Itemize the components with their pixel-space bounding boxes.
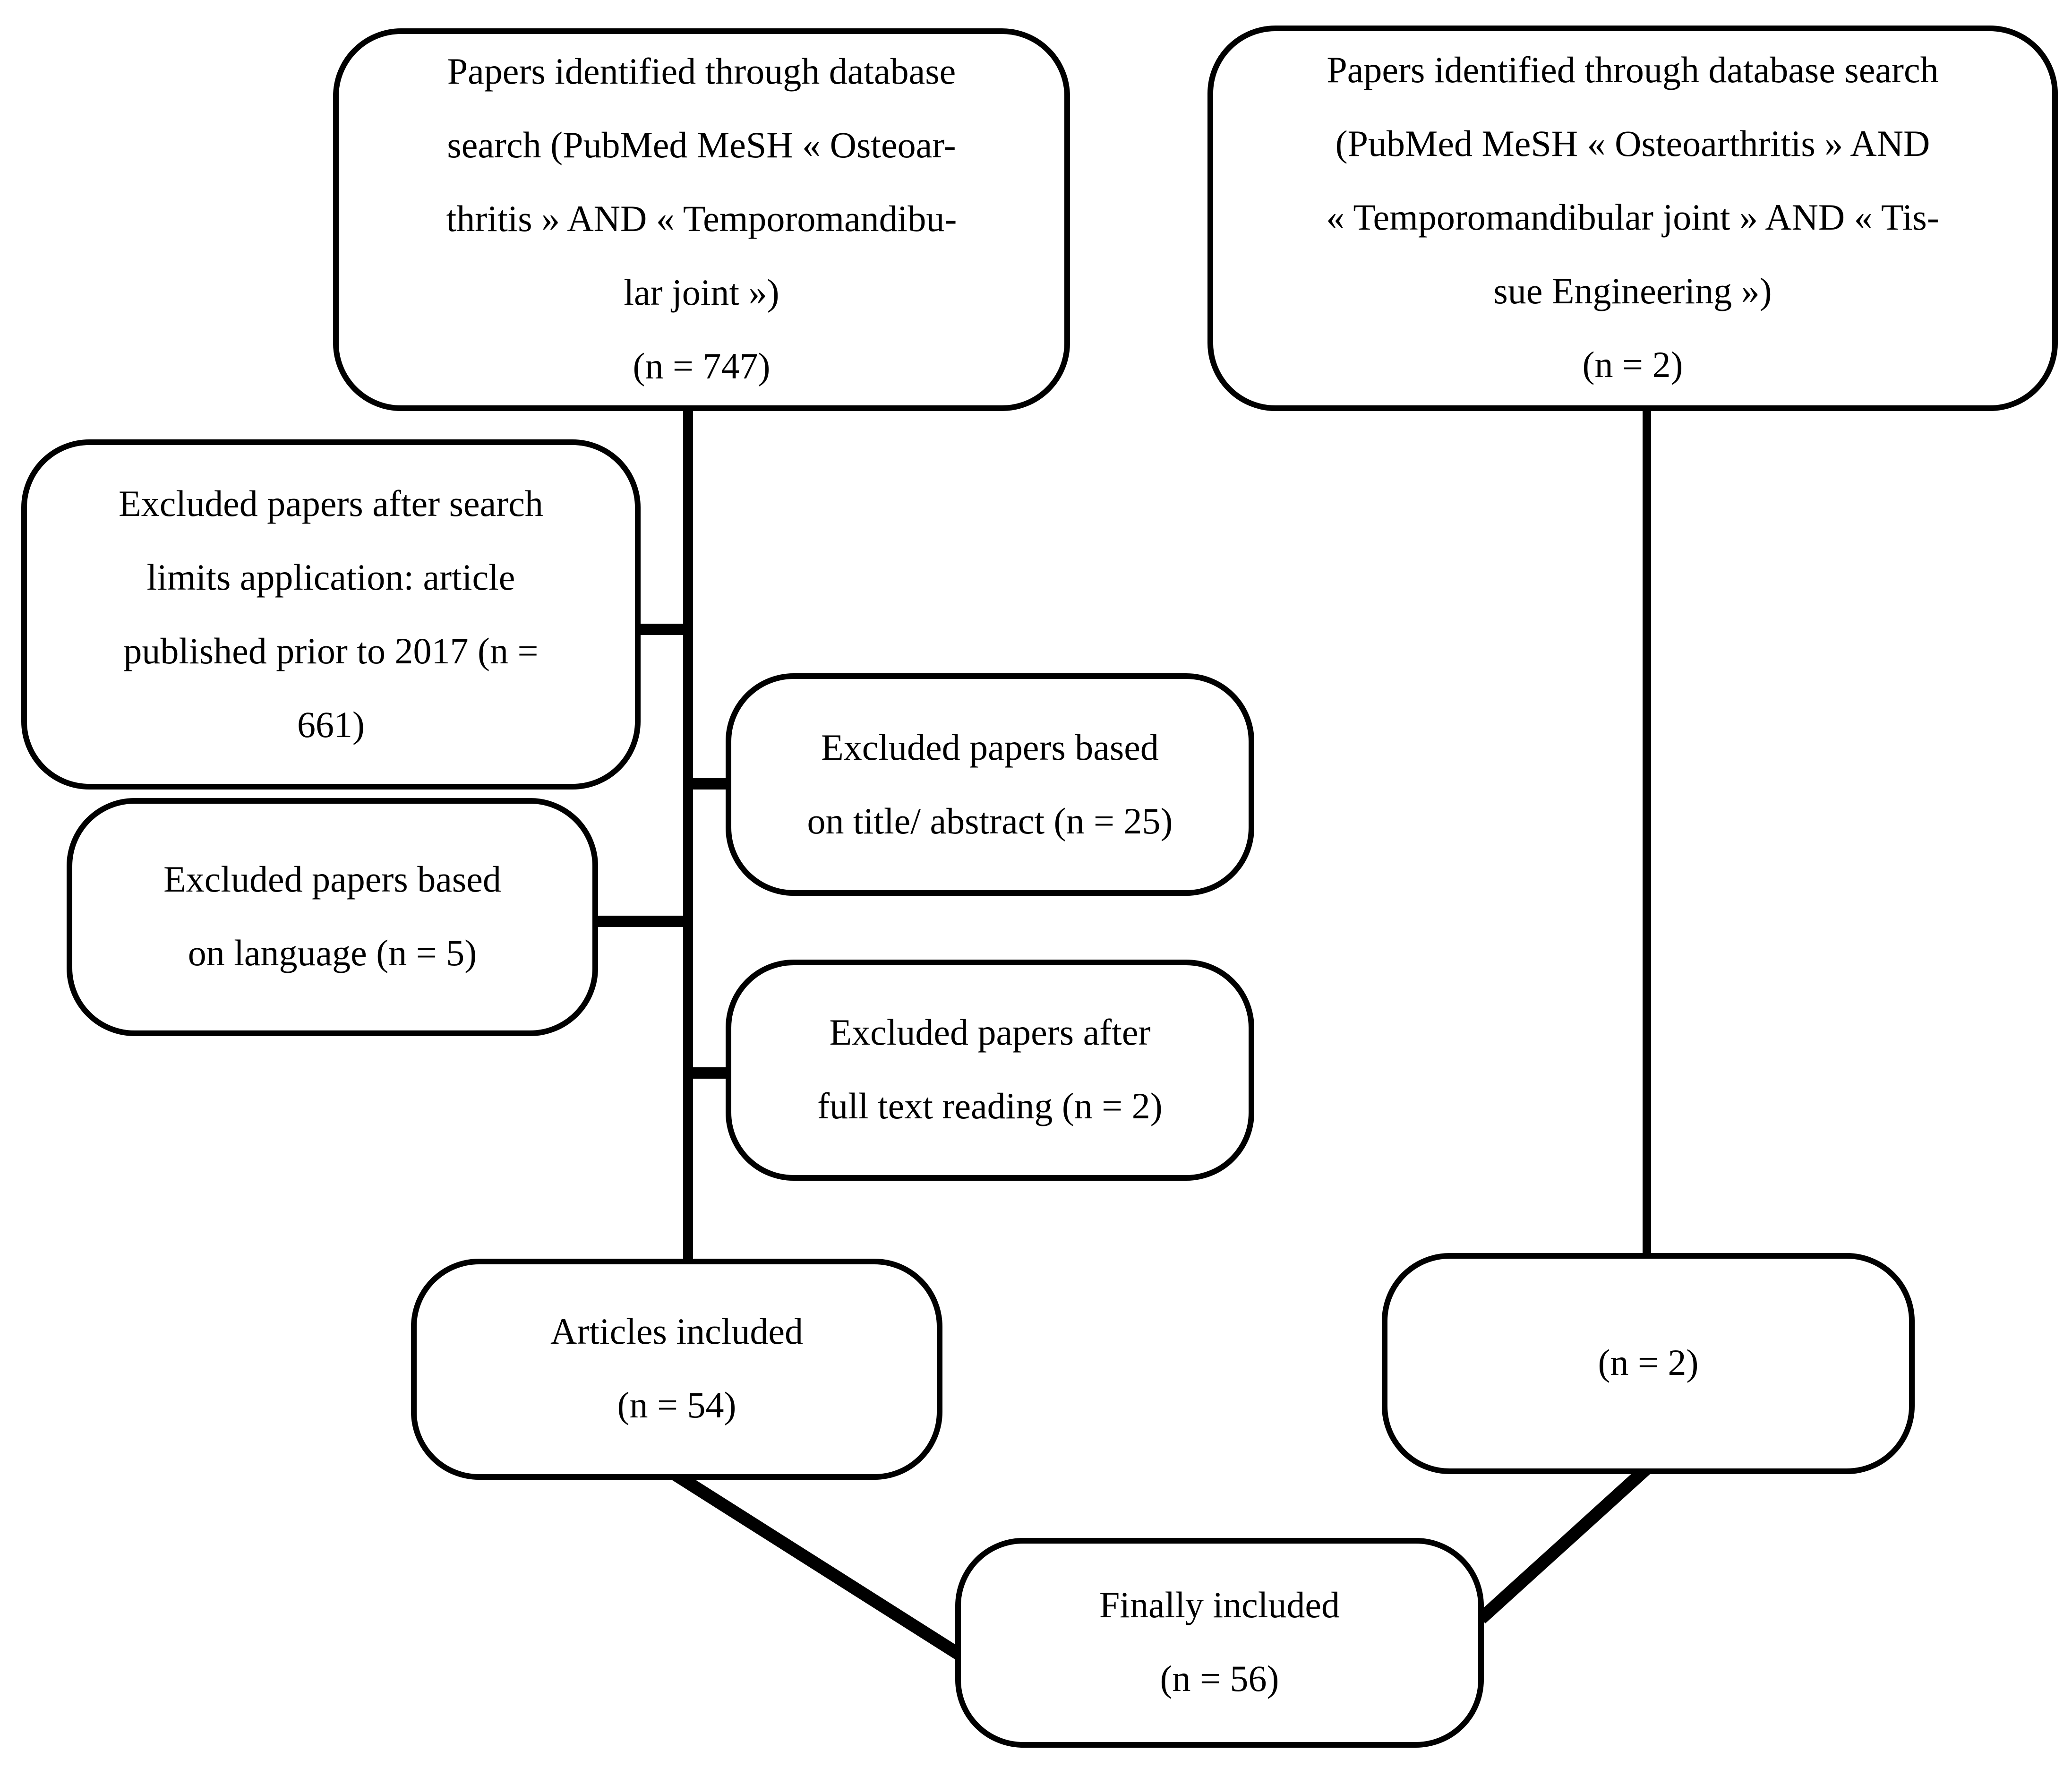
connector-n2-to-final xyxy=(1476,1463,1652,1624)
text-line: thritis » AND « Temporomandibu- xyxy=(446,198,957,240)
text-line: lar joint ») xyxy=(624,272,779,313)
text-line: on language (n = 5) xyxy=(188,933,477,974)
connector-stub-excluded-limits xyxy=(635,624,693,635)
text-line: sue Engineering ») xyxy=(1493,271,1772,312)
box-excluded-fulltext: Excluded papers after full text reading … xyxy=(726,960,1254,1181)
text-line: Excluded papers after xyxy=(829,1012,1151,1053)
text-line: published prior to 2017 (n = xyxy=(123,630,539,671)
box-papers-identified-right: Papers identified through database searc… xyxy=(1207,26,2058,411)
text-line: Excluded papers after search xyxy=(119,482,543,524)
text-line: limits application: article xyxy=(146,556,515,598)
box-excluded-language: Excluded papers based on language (n = 5… xyxy=(67,798,598,1036)
text-line: full text reading (n = 2) xyxy=(817,1086,1163,1127)
text-line: (n = 2) xyxy=(1598,1342,1699,1383)
box-excluded-title-abstract: Excluded papers based on title/ abstract… xyxy=(726,673,1254,896)
connector-right-trunk xyxy=(1643,408,1651,1256)
text-line: search (PubMed MeSH « Osteoar- xyxy=(447,125,956,166)
box-papers-identified-left: Papers identified through database searc… xyxy=(333,28,1070,411)
text-line: (n = 2) xyxy=(1582,344,1683,386)
text-line: Papers identified through database xyxy=(447,51,956,92)
text-line: Papers identified through database searc… xyxy=(1327,50,1939,91)
text-line: (n = 747) xyxy=(633,346,771,387)
connector-articles-to-final xyxy=(671,1468,965,1661)
text-line: (n = 54) xyxy=(617,1385,736,1426)
text-line: (PubMed MeSH « Osteoarthritis » AND xyxy=(1335,123,1930,164)
box-excluded-search-limits: Excluded papers after search limits appl… xyxy=(21,439,641,790)
text-line: Articles included xyxy=(550,1311,804,1352)
box-articles-included: Articles included (n = 54) xyxy=(411,1259,942,1480)
box-tissue-included-n2: (n = 2) xyxy=(1382,1253,1915,1474)
connector-stub-language xyxy=(592,916,693,927)
text-line: Excluded papers based xyxy=(163,859,501,900)
text-line: Finally included xyxy=(1099,1585,1340,1626)
connector-stub-fulltext xyxy=(683,1067,731,1079)
text-line: Excluded papers based xyxy=(821,726,1159,768)
text-line: (n = 56) xyxy=(1160,1658,1279,1699)
text-line: 661) xyxy=(297,704,365,745)
box-finally-included: Finally included (n = 56) xyxy=(955,1538,1484,1748)
text-line: on title/ abstract (n = 25) xyxy=(807,800,1173,841)
connector-left-trunk xyxy=(683,408,693,1262)
connector-stub-title-abstract xyxy=(683,778,731,790)
text-line: « Temporomandibular joint » AND « Tis- xyxy=(1326,197,1939,238)
